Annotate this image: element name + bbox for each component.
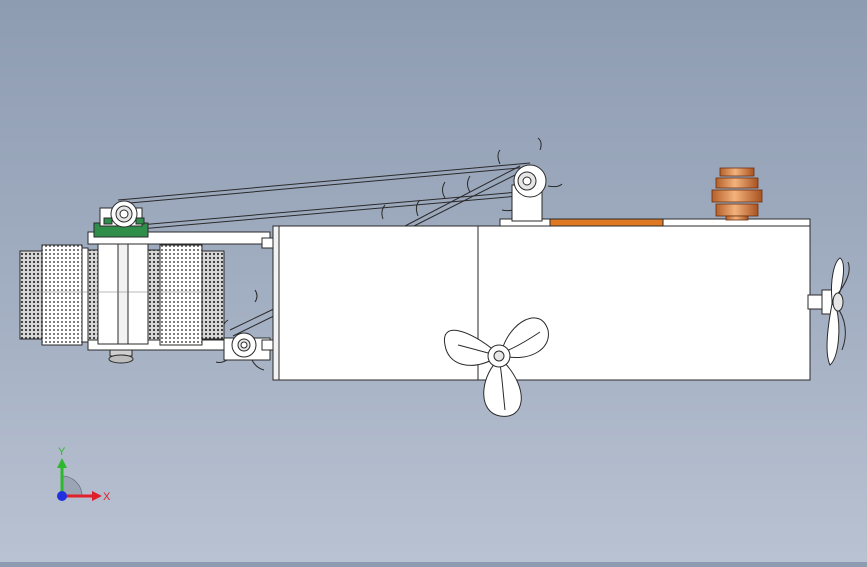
- z-axis-dot: [57, 491, 67, 501]
- main-propeller: [444, 317, 549, 417]
- lower-pulley: [223, 332, 271, 361]
- upper-pulley-support: [511, 164, 547, 222]
- coordinate-triad: Y X: [57, 446, 111, 503]
- drive-gear: [108, 349, 134, 364]
- mesh-drum-assembly: [19, 231, 271, 351]
- y-axis-arrowhead: [57, 458, 67, 468]
- y-axis-label: Y: [58, 446, 66, 458]
- x-axis-arrowhead: [92, 491, 102, 501]
- hull: [272, 225, 811, 381]
- arm-connectors: [261, 237, 275, 351]
- conveyor-belt: [117, 162, 531, 337]
- deck: [499, 218, 811, 227]
- exhaust-funnel: [711, 167, 763, 221]
- pillow-block-bearing: [93, 200, 149, 238]
- x-axis-label: X: [103, 491, 111, 503]
- rear-propeller: [807, 257, 850, 366]
